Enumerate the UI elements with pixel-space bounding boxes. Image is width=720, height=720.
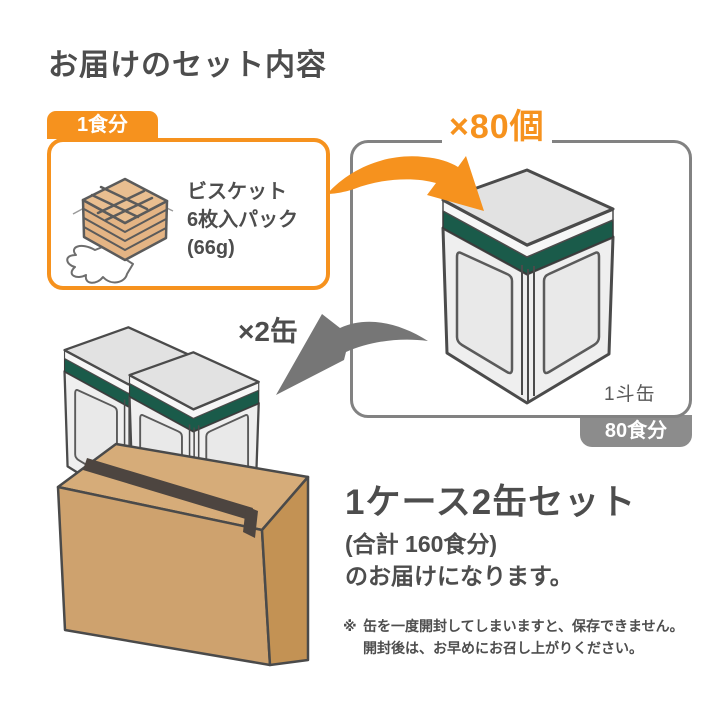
one-serving-panel: ビスケット 6枚入パック (66g) — [47, 138, 330, 290]
delivery-summary: 1ケース2缶セット (合計 160食分) のお届けになります。 — [345, 482, 636, 589]
delivery-note: のお届けになります。 — [345, 563, 573, 589]
gray-curved-arrow-icon — [276, 314, 428, 395]
biscuit-pack-size: 6枚入パック — [187, 209, 299, 231]
carton-box-with-cans-illustration — [56, 326, 310, 667]
can-type-label: 1斗缶 — [604, 384, 656, 405]
biscuit-name: ビスケット — [187, 181, 287, 203]
orange-curved-arrow-icon — [327, 156, 484, 211]
biscuit-description: ビスケット 6枚入パック (66g) — [187, 178, 298, 262]
one-serving-tab: 1食分 — [47, 111, 158, 139]
footnote-marker: ※ — [343, 618, 357, 634]
biscuit-weight: (66g) — [187, 237, 235, 259]
delivery-subtotal: (合計 160食分) — [345, 531, 498, 557]
footnote: ※ 缶を一度開封してしまいますと、保存できません。 開封後は、お早めにお召し上がり… — [343, 615, 684, 659]
can-count-label: ×80個 — [442, 107, 552, 147]
servings-80-tab: 80食分 — [580, 415, 692, 447]
page-title: お届けのセット内容 — [48, 49, 327, 82]
footnote-line-2: 開封後は、お早めにお召し上がりください。 — [363, 640, 643, 656]
case-can-count-label: ×2缶 — [238, 316, 298, 347]
delivery-heading: 1ケース2缶セット — [345, 483, 637, 522]
biscuit-pack-illustration — [66, 177, 174, 284]
footnote-text-1: 缶を一度開封してしまいますと、保存できません。 — [363, 618, 684, 634]
footnote-line-1: ※ 缶を一度開封してしまいますと、保存できません。 — [343, 615, 684, 637]
